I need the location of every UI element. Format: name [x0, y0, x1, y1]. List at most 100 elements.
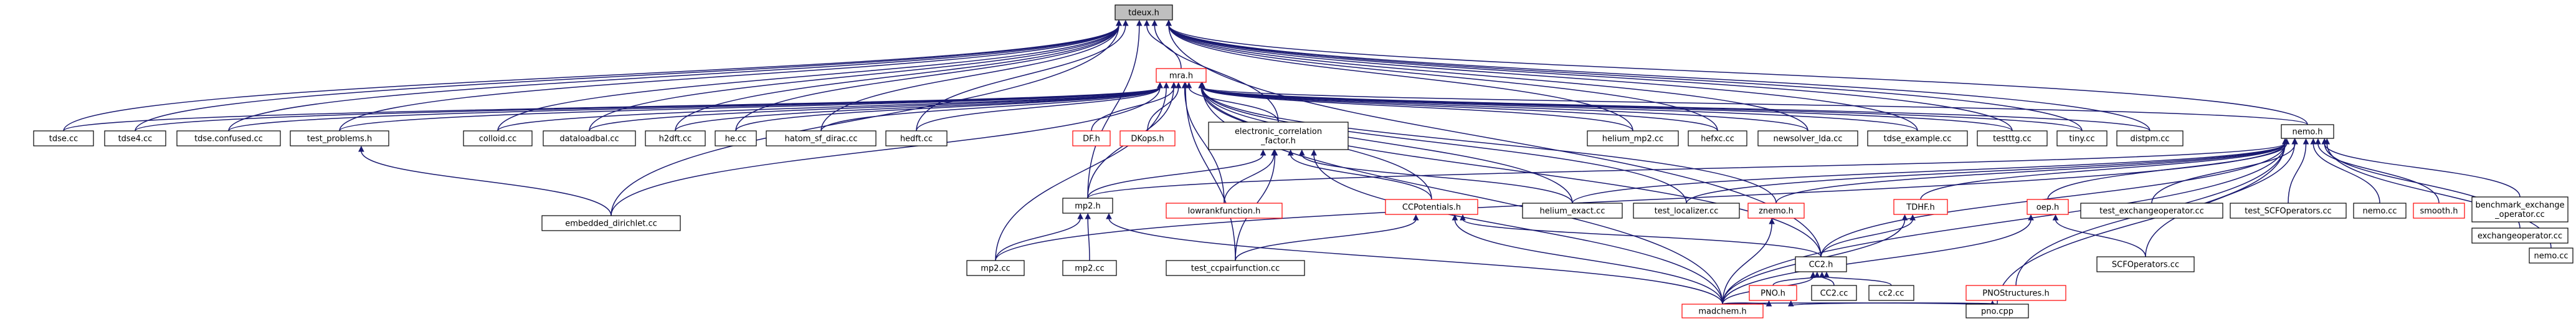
- node-ecf-h[interactable]: electronic_correlation_factor.h: [1208, 122, 1349, 150]
- edge: [1202, 87, 1687, 204]
- node-label: SCFOperators.cc: [2112, 261, 2179, 270]
- node-box: [1811, 285, 1857, 301]
- node-box: [1749, 285, 1797, 301]
- node-he-cc[interactable]: he.cc: [715, 130, 757, 146]
- node-tiny-cc[interactable]: tiny.cc: [2056, 130, 2108, 146]
- node-box: [2027, 199, 2069, 215]
- edge: [1202, 87, 2151, 132]
- node-madchem-h[interactable]: madchem.h: [1681, 304, 1764, 319]
- node-h2dft-cc[interactable]: h2dft.cc: [645, 130, 706, 146]
- node-pno-h[interactable]: PNO.h: [1749, 285, 1797, 301]
- node-nemo-h[interactable]: nemo.h: [2281, 124, 2334, 139]
- node-box: [2096, 256, 2195, 272]
- node-mp2-cc-a[interactable]: mp2.cc: [966, 260, 1025, 276]
- node-box: [1868, 285, 1914, 301]
- node-ccpotentials-h[interactable]: CCPotentials.h: [1385, 199, 1478, 215]
- node-cc2-h[interactable]: CC2.h: [1795, 256, 1847, 272]
- edge-arrowhead: [1787, 300, 1794, 307]
- node-oep-h[interactable]: oep.h: [2027, 199, 2069, 215]
- edge-arrowhead: [358, 145, 364, 152]
- node-helium-exact-cc[interactable]: helium_exact.cc: [1522, 203, 1623, 219]
- node-label: _operator.cc: [2494, 210, 2545, 219]
- node-df-h[interactable]: DF.h: [1072, 130, 1111, 146]
- edge: [339, 87, 1161, 132]
- edge: [1168, 24, 2308, 125]
- edge-arrowhead: [2315, 138, 2321, 145]
- node-nemo-cc2[interactable]: nemo.cc: [2529, 247, 2574, 264]
- edge-arrowhead: [1151, 19, 1158, 26]
- node-dkops-h[interactable]: DKops.h: [1119, 130, 1176, 146]
- node-label: hatom_sf_dirac.cc: [784, 135, 857, 144]
- edge: [1168, 24, 2013, 132]
- edge-arrowhead: [1460, 214, 1466, 221]
- node-label: tdse_example.cc: [1883, 135, 1951, 144]
- node-lowrankfunction-h[interactable]: lowrankfunction.h: [1166, 203, 1283, 219]
- node-box: [1965, 304, 2029, 319]
- node-exchangeoperator-cc[interactable]: exchangeoperator.cc: [2471, 228, 2569, 244]
- edge: [820, 24, 1119, 132]
- node-box: [463, 130, 533, 146]
- node-testttg-cc[interactable]: testttg.cc: [1977, 130, 2048, 146]
- edge-arrowhead: [1311, 149, 1317, 156]
- node-cc2-cc-lower[interactable]: cc2.cc: [1868, 285, 1914, 301]
- node-benchmark-exchange-cc[interactable]: benchmark_exchange_operator.cc: [2471, 196, 2569, 223]
- edge-arrowhead: [1166, 19, 1172, 26]
- edge-arrowhead: [2303, 138, 2309, 145]
- edge: [675, 24, 1119, 132]
- node-znemo-h[interactable]: znemo.h: [1747, 203, 1805, 219]
- node-label: TDHF.h: [1906, 203, 1935, 213]
- node-tdeux-h[interactable]: tdeux.h: [1115, 4, 1173, 21]
- node-tdhf-h[interactable]: TDHF.h: [1893, 199, 1948, 215]
- edge: [1722, 143, 2286, 305]
- node-box: [2471, 196, 2569, 223]
- node-test-problems-h[interactable]: test_problems.h: [290, 130, 389, 146]
- node-box: [1522, 203, 1623, 219]
- node-test-ccpairfunction-cc[interactable]: test_ccpairfunction.cc: [1166, 260, 1305, 276]
- node-hatom-sf-dirac-cc[interactable]: hatom_sf_dirac.cc: [766, 130, 877, 146]
- edge-arrowhead: [1163, 82, 1169, 89]
- node-distpm-cc[interactable]: distpm.cc: [2116, 130, 2184, 146]
- node-hedft-cc[interactable]: hedft.cc: [885, 130, 948, 146]
- edge-arrowhead: [2310, 138, 2317, 145]
- node-nemo-cc[interactable]: nemo.cc: [2353, 203, 2407, 219]
- node-tdse-example-cc[interactable]: tdse_example.cc: [1867, 130, 1968, 146]
- edge-arrowhead: [1271, 149, 1278, 156]
- node-pnostructures-h[interactable]: PNOStructures.h: [1965, 285, 2066, 301]
- node-cc2-cc[interactable]: CC2.cc: [1811, 285, 1857, 301]
- node-box: [2281, 124, 2334, 139]
- edge-arrowhead: [2324, 138, 2331, 145]
- node-tdse-cc[interactable]: tdse.cc: [33, 130, 94, 146]
- node-mp2-h[interactable]: mp2.h: [1062, 198, 1113, 214]
- node-box: [541, 215, 681, 231]
- edge: [2151, 143, 2296, 204]
- node-embedded-dirichlet-cc[interactable]: embedded_dirichlet.cc: [541, 215, 681, 231]
- node-label: tdse.cc: [49, 135, 78, 144]
- node-box: [715, 130, 757, 146]
- node-smooth-h[interactable]: smooth.h: [2413, 203, 2465, 219]
- node-label: oep.h: [2037, 203, 2060, 213]
- node-tdse-confused-cc[interactable]: tdse.confused.cc: [176, 130, 281, 146]
- node-test-localizer-cc[interactable]: test_localizer.cc: [1633, 203, 1740, 219]
- node-test-scfoperators-cc[interactable]: test_SCFOperators.cc: [2230, 203, 2347, 219]
- node-label: helium_mp2.cc: [1602, 135, 1663, 144]
- node-pno-cpp[interactable]: pno.cpp: [1965, 304, 2029, 319]
- edge: [1722, 219, 2032, 305]
- edge: [1168, 24, 2151, 132]
- node-test-exchangeoperator-cc[interactable]: test_exchangeoperator.cc: [2080, 203, 2223, 219]
- node-newsolver-lda-cc[interactable]: newsolver_lda.cc: [1757, 130, 1858, 146]
- node-label: tiny.cc: [2069, 135, 2094, 144]
- node-box: [1795, 256, 1847, 272]
- node-colloid-cc[interactable]: colloid.cc: [463, 130, 533, 146]
- edge-arrowhead: [2028, 214, 2034, 221]
- node-label: test_exchangeoperator.cc: [2099, 207, 2204, 216]
- node-label: he.cc: [725, 135, 747, 144]
- node-scfoperators-cc[interactable]: SCFOperators.cc: [2096, 256, 2195, 272]
- edge-arrowhead: [1136, 19, 1143, 26]
- node-box: [1072, 130, 1111, 146]
- node-mra-h[interactable]: mra.h: [1156, 68, 1207, 83]
- node-hefxc-cc[interactable]: hefxc.cc: [1688, 130, 1747, 146]
- node-helium-mp2-cc[interactable]: helium_mp2.cc: [1587, 130, 1679, 146]
- node-tdse4-cc[interactable]: tdse4.cc: [104, 130, 166, 146]
- node-dataloadbal-cc[interactable]: dataloadbal.cc: [543, 130, 636, 146]
- node-mp2-cc-b[interactable]: mp2.cc: [1062, 260, 1117, 276]
